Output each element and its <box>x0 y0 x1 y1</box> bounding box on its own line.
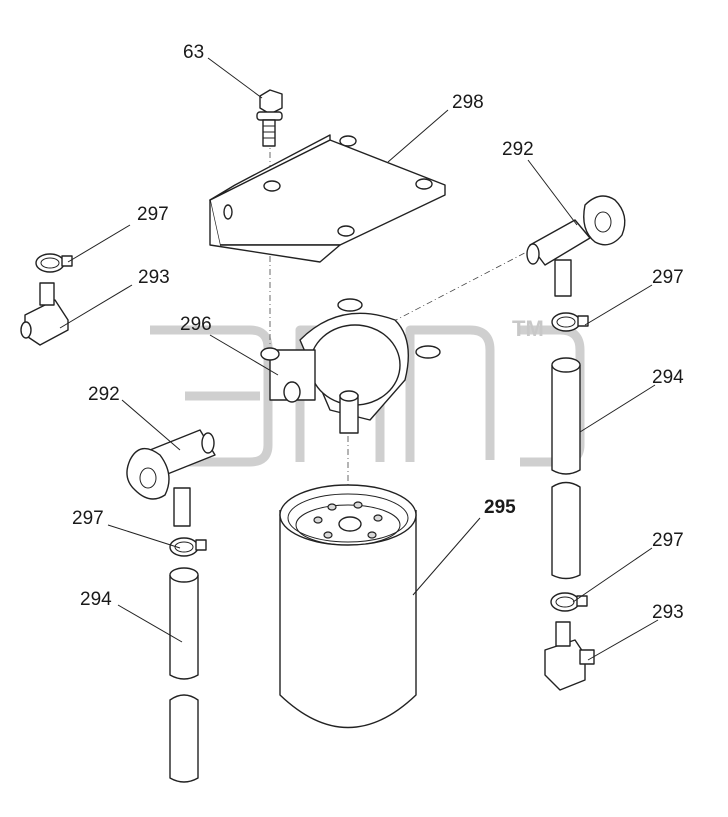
clamp-297-b <box>551 312 589 332</box>
valve-axis <box>299 244 541 371</box>
callout-63: 63 <box>183 42 204 63</box>
callout-293-left: 293 <box>138 267 170 288</box>
callout-297-b: 297 <box>652 267 684 288</box>
watermark-mark: ТМ <box>512 316 544 341</box>
callout-294-right: 294 <box>652 367 684 388</box>
clamp-297-d <box>550 592 588 612</box>
callout-297-c: 297 <box>72 508 104 529</box>
filter-295 <box>279 484 417 729</box>
hose-294-left <box>169 567 199 783</box>
callout-294-left: 294 <box>80 589 112 610</box>
callout-296: 296 <box>180 314 212 335</box>
valve-292-lower <box>126 429 216 527</box>
callout-292-lower: 292 <box>88 384 120 405</box>
leader-lines <box>59 57 659 661</box>
bolt-63 <box>256 89 283 147</box>
callout-298: 298 <box>452 92 484 113</box>
callout-293-right: 293 <box>652 602 684 623</box>
callout-292-upper: 292 <box>502 139 534 160</box>
bracket-298 <box>209 134 446 263</box>
callout-295: 295 <box>484 497 516 518</box>
clamp-297-c <box>169 537 207 557</box>
valve-292-upper <box>526 195 626 297</box>
clamp-297-a <box>35 253 73 273</box>
hose-294-right <box>551 357 581 580</box>
elbow-293-left <box>20 282 69 346</box>
elbow-293-right <box>544 621 595 691</box>
callout-297-a: 297 <box>137 204 169 225</box>
callout-297-d: 297 <box>652 530 684 551</box>
